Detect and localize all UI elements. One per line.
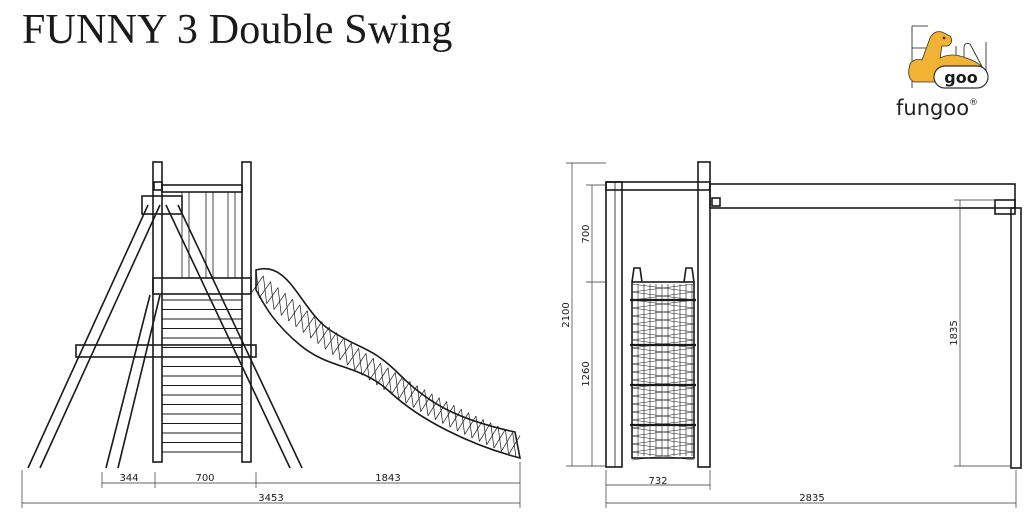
logo-mark-text: goo [944,68,977,87]
tower-wall-planks [162,299,242,453]
slide [251,267,522,460]
dim-deck: 700 [195,473,214,484]
dim-height-lower: 1260 [581,361,592,386]
dim-swing-height: 1835 [949,320,960,345]
registered-mark: ® [969,98,979,108]
dim-height-upper: 700 [581,224,592,243]
side-left-post [605,181,623,468]
front-view: 344 700 1843 3453 [21,161,522,508]
side-view: 2100 700 1260 1835 732 2835 [561,161,1022,508]
swing-beam [709,183,1016,209]
swing-leg [1010,207,1022,469]
brand-name: fungoo® [896,96,978,120]
climbing-net [630,267,696,461]
dim-left-span: 344 [119,473,138,484]
front-dimensions [21,462,521,508]
dim-total-front: 3453 [258,493,283,504]
side-dimensions [566,162,1017,508]
logo-outline [911,25,987,88]
dim-tower-width: 732 [648,476,667,487]
fungoo-logo-mark: goo [908,25,989,89]
tower-posts [152,161,252,463]
dim-total-side: 2835 [799,493,824,504]
dim-slide: 1843 [375,473,400,484]
a-frame [27,181,303,469]
tower-railing [161,184,243,278]
product-title: FUNNY 3 Double Swing [22,7,453,53]
brand-word: fungoo [896,96,970,120]
tower-deck [152,277,252,295]
logo-badge [933,65,989,89]
dim-height-total: 2100 [561,302,572,327]
side-right-post [697,161,711,468]
